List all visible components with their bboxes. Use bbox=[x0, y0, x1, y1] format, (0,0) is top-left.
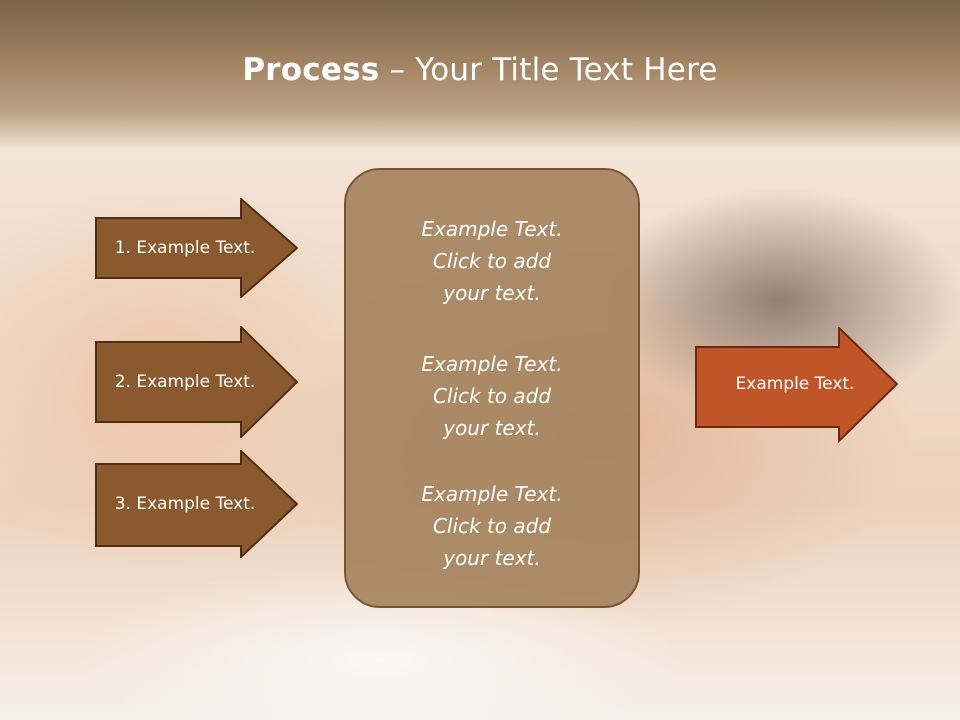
center-block-2-line1: Example Text. bbox=[421, 352, 563, 376]
arrow-label-2: 2. Example Text. bbox=[114, 372, 256, 392]
center-block-2[interactable]: Example Text. Click to add your text. bbox=[344, 348, 640, 444]
center-block-3-line3: your text. bbox=[443, 546, 541, 570]
process-arrow-1[interactable]: 1. Example Text. bbox=[95, 198, 298, 298]
arrow-shape-2 bbox=[95, 326, 298, 438]
result-arrow[interactable]: Example Text. bbox=[695, 327, 899, 443]
center-block-1-line2: Click to add bbox=[432, 249, 552, 273]
title-rest: – Your Title Text Here bbox=[379, 52, 718, 88]
title-bar bbox=[0, 0, 960, 150]
arrow-shape-3 bbox=[95, 450, 298, 558]
arrow-label-1: 1. Example Text. bbox=[114, 238, 256, 258]
center-block-3-line1: Example Text. bbox=[421, 482, 563, 506]
center-block-1-line1: Example Text. bbox=[421, 217, 563, 241]
center-text-box[interactable] bbox=[344, 168, 640, 608]
title-bold: Process bbox=[242, 52, 380, 88]
slide-title[interactable]: Process – Your Title Text Here bbox=[0, 52, 960, 88]
center-block-2-line3: your text. bbox=[443, 416, 541, 440]
result-arrow-label: Example Text. bbox=[735, 374, 855, 394]
center-block-2-line2: Click to add bbox=[432, 384, 552, 408]
result-arrow-shape bbox=[695, 327, 899, 443]
arrow-label-3: 3. Example Text. bbox=[114, 494, 256, 514]
process-arrow-3[interactable]: 3. Example Text. bbox=[95, 450, 298, 558]
process-arrow-2[interactable]: 2. Example Text. bbox=[95, 326, 298, 438]
center-block-3[interactable]: Example Text. Click to add your text. bbox=[344, 478, 640, 574]
center-block-1-line3: your text. bbox=[443, 281, 541, 305]
arrow-shape-1 bbox=[95, 198, 298, 298]
center-block-1[interactable]: Example Text. Click to add your text. bbox=[344, 213, 640, 309]
center-block-3-line2: Click to add bbox=[432, 514, 552, 538]
